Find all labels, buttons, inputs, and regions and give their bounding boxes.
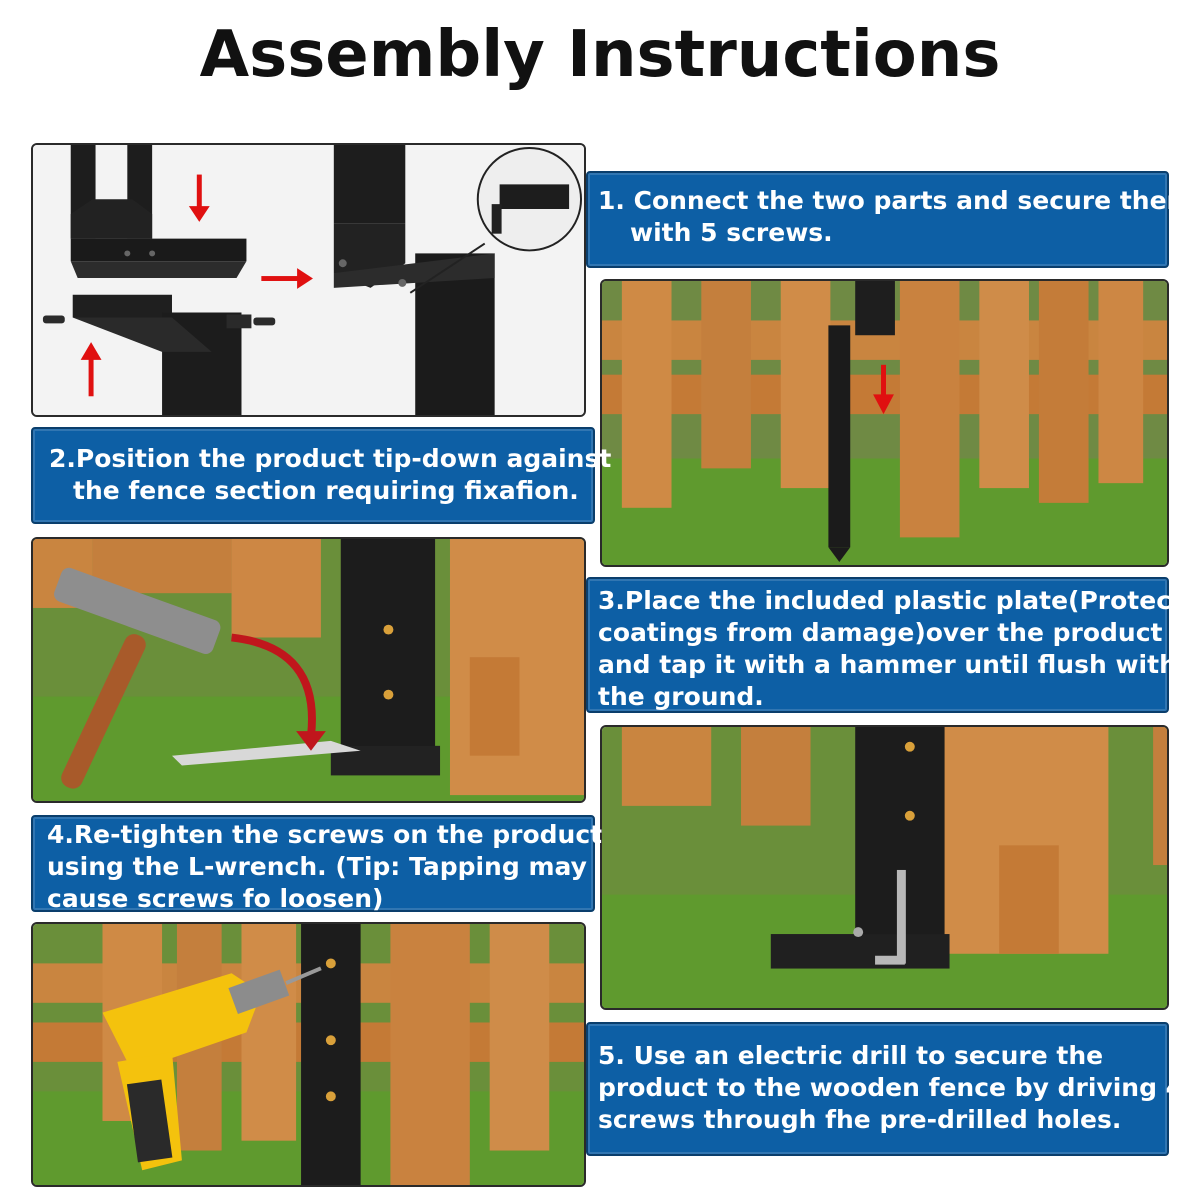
step5-text-line3: screws through fhe pre-drilled holes.: [598, 1105, 1122, 1134]
step4-text-line1: 4.Re-tighten the screws on the product: [47, 820, 603, 849]
arrow-up-icon: [80, 342, 102, 397]
step4-text-line3: cause screws fo loosen): [47, 884, 384, 913]
page-title: Assembly Instructions: [199, 18, 1001, 92]
step2-text-line2: the fence section requiring fixafion.: [73, 476, 579, 505]
step2-banner: 2.Position the product tip-down against …: [31, 427, 612, 524]
arrow-right-icon: [261, 268, 313, 289]
hammer-icon: [54, 567, 221, 789]
step5-image: [31, 922, 586, 1187]
step2-image: [600, 279, 1169, 567]
arrow-down-icon: [188, 174, 210, 222]
step4-image: [600, 725, 1169, 1010]
step1-text-line1: 1. Connect the two parts and secure them: [598, 186, 1193, 215]
arrow-down-icon: [873, 364, 894, 415]
step3-text-line4: the ground.: [598, 682, 764, 711]
step3-text-line3: and tap it with a hammer until flush wit…: [598, 650, 1177, 679]
step4-banner: 4.Re-tighten the screws on the product u…: [31, 815, 603, 913]
step5-text-line2: product to the wooden fence by driving 4: [598, 1073, 1184, 1102]
step3-banner: 3.Place the included plastic plate(Prote…: [586, 577, 1183, 713]
step3-text-line2: coatings from damage)over the product: [598, 618, 1163, 647]
step1-text-line2: with 5 screws.: [630, 218, 833, 247]
step1-image: [31, 143, 586, 417]
l-wrench-icon: [875, 869, 906, 965]
step2-text-line1: 2.Position the product tip-down against: [49, 444, 612, 473]
step4-text-line2: using the L-wrench. (Tip: Tapping may: [47, 852, 587, 881]
step5-text-line1: 5. Use an electric drill to secure the: [598, 1041, 1104, 1070]
step5-banner: 5. Use an electric drill to secure the p…: [586, 1022, 1184, 1156]
step3-text-line1: 3.Place the included plastic plate(Prote…: [598, 586, 1183, 615]
drill-icon: [102, 966, 322, 1171]
step3-image: [31, 537, 586, 803]
step1-banner: 1. Connect the two parts and secure them…: [586, 171, 1193, 268]
